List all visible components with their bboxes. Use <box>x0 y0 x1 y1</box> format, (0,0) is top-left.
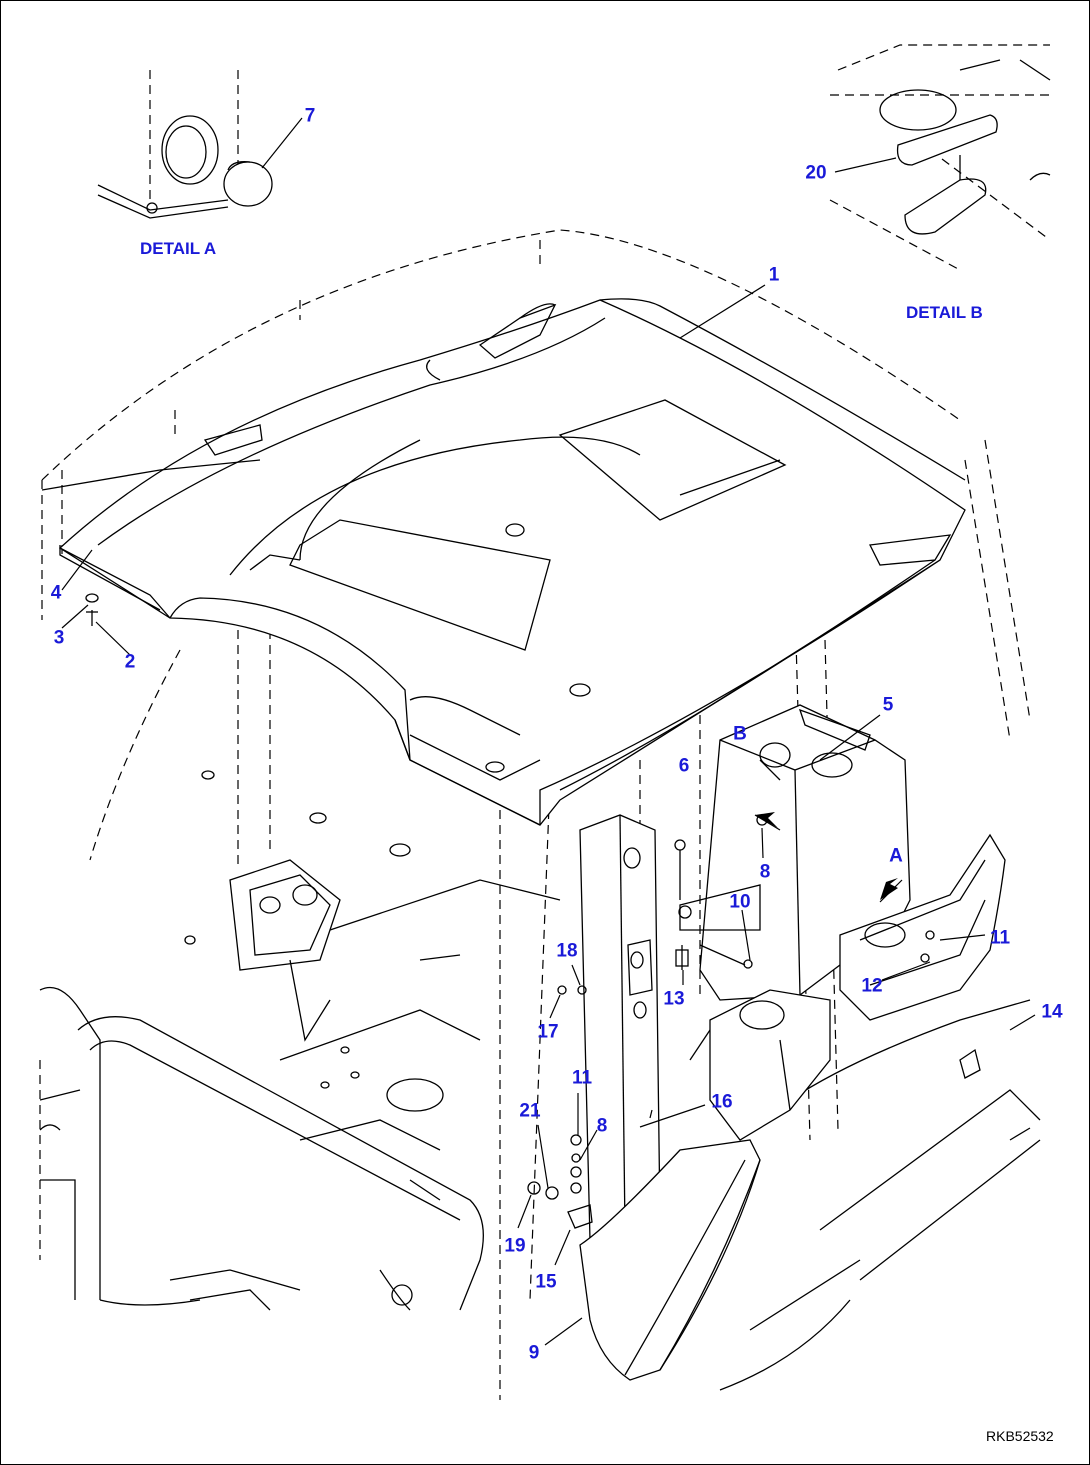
view-arrow-a-label: A <box>889 845 903 867</box>
callout-12: 12 <box>861 975 883 997</box>
detail-a-title: DETAIL A <box>140 239 217 258</box>
callout-7: 7 <box>304 105 316 127</box>
callout-15: 15 <box>535 1271 557 1293</box>
callout-2: 2 <box>124 651 136 673</box>
view-arrow-b-label: B <box>733 723 747 745</box>
callout-10: 10 <box>729 891 751 913</box>
callout-11a: 11 <box>989 927 1011 949</box>
callout-4: 4 <box>50 582 62 604</box>
callout-8a: 8 <box>759 861 771 883</box>
callout-9: 9 <box>528 1342 540 1364</box>
lower-front-trim <box>579 1139 761 1381</box>
callout-21: 21 <box>519 1100 541 1122</box>
callout-14: 14 <box>1041 1001 1063 1023</box>
detail-a-inset <box>97 70 303 219</box>
callout-19: 19 <box>504 1235 526 1257</box>
callout-8b: 8 <box>596 1115 608 1137</box>
callout-1: 1 <box>768 264 780 286</box>
cab-lower-structure <box>39 770 561 1311</box>
callout-13: 13 <box>663 988 685 1010</box>
center-pillar <box>579 814 661 1246</box>
detail-b-inset <box>829 44 1051 271</box>
drawing-code: RKB52532 <box>986 1428 1054 1444</box>
callout-16: 16 <box>711 1091 733 1113</box>
callout-20: 20 <box>805 162 827 184</box>
detail-b-title: DETAIL B <box>906 303 983 322</box>
callout-6: 6 <box>678 755 690 777</box>
callout-18: 18 <box>556 940 578 962</box>
view-arrow-glyphs <box>754 812 903 903</box>
right-pillar-cover <box>678 704 911 1001</box>
right-door-trim <box>839 833 1006 1021</box>
callout-11b: 11 <box>571 1067 593 1089</box>
leader-lines <box>61 284 1036 1346</box>
roof-side-rail <box>394 696 541 826</box>
roof-liner <box>41 298 966 826</box>
fasteners <box>85 593 768 1229</box>
right-lower-cover <box>689 989 831 1141</box>
callout-3: 3 <box>53 627 65 649</box>
callout-17: 17 <box>537 1021 559 1043</box>
callout-5: 5 <box>882 694 894 716</box>
